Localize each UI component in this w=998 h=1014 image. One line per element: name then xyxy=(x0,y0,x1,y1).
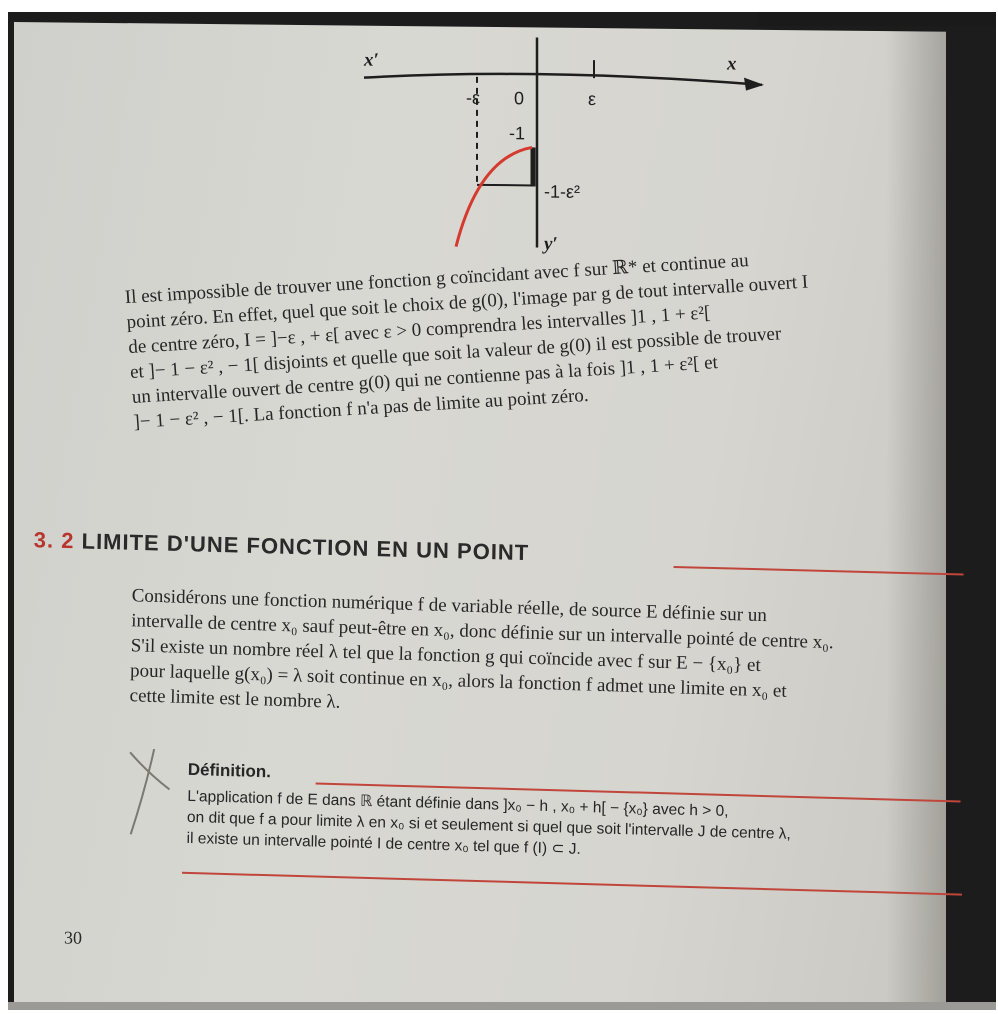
definition-box: Définition. L'application f de E dans ℝ … xyxy=(122,748,974,922)
background-shadow xyxy=(758,12,996,26)
paragraph-continuity: Il est impossible de trouver une fonctio… xyxy=(124,236,962,435)
function-curve xyxy=(454,145,533,248)
label-minus-one: -1 xyxy=(509,123,525,143)
photo-frame: x′ x -ε 0 ε -1 -1-ε² y′ Il est impossibl… xyxy=(8,12,996,1010)
label-minus-one-minus-eps2: -1-ε² xyxy=(544,182,580,202)
label-y-prime: y′ xyxy=(542,234,558,255)
x-axis xyxy=(363,72,763,87)
book-page: x′ x -ε 0 ε -1 -1-ε² y′ Il est impossibl… xyxy=(14,22,964,1010)
label-eps: ε xyxy=(588,89,596,109)
label-x-prime: x′ xyxy=(363,50,379,71)
definition-bottom-rule xyxy=(182,871,962,896)
section-heading: 3. 2 LIMITE D'UNE FONCTION EN UN POINT xyxy=(33,527,964,581)
section-rule xyxy=(673,565,964,576)
pencil-x-mark xyxy=(129,748,171,835)
label-x: x xyxy=(726,53,737,74)
graph-figure: x′ x -ε 0 ε -1 -1-ε² y′ xyxy=(344,35,784,270)
section-title: LIMITE D'UNE FONCTION EN UN POINT xyxy=(81,528,530,566)
section-number: 3. 2 xyxy=(33,527,75,554)
page-number: 30 xyxy=(64,927,82,948)
paragraph-limit: Considérons une fonction numérique f de … xyxy=(129,583,961,734)
x-axis-arrow xyxy=(744,77,764,91)
page-bottom-edge xyxy=(8,1002,996,1010)
label-zero: 0 xyxy=(514,88,524,108)
level-line xyxy=(477,183,534,187)
graph-svg: x′ x -ε 0 ε -1 -1-ε² y′ xyxy=(363,37,764,255)
definition-title: Définition. xyxy=(187,759,272,782)
label-neg-eps: -ε xyxy=(466,88,480,108)
